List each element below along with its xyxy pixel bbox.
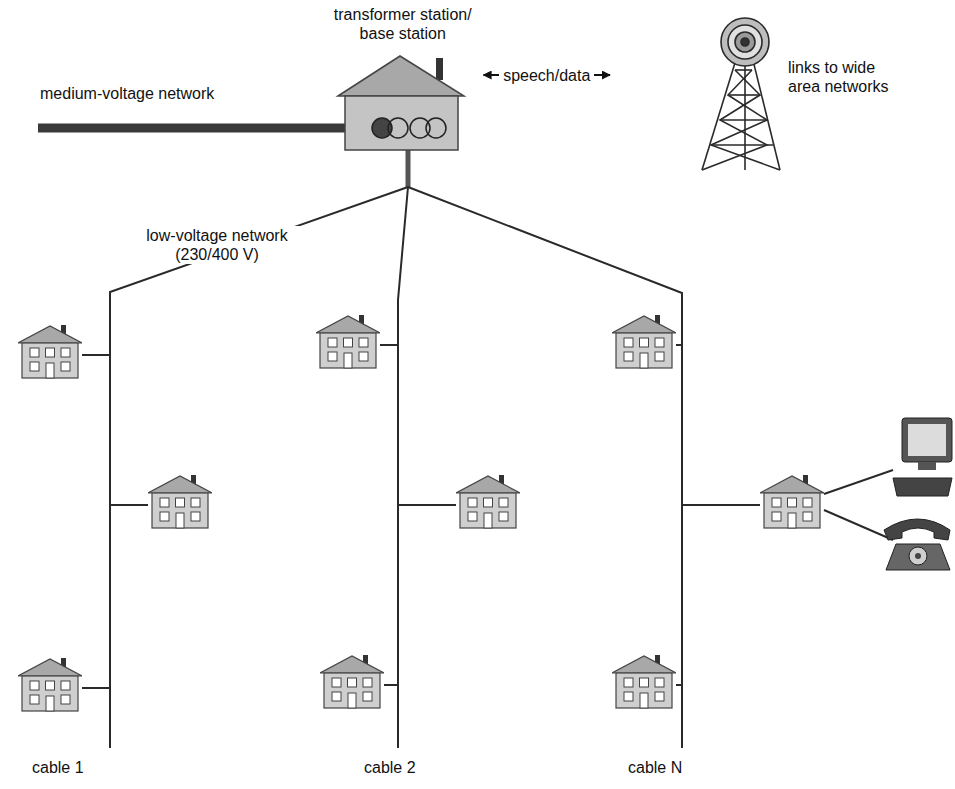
telephone-icon xyxy=(884,519,950,570)
medium-voltage-line xyxy=(38,124,380,133)
cable-label: cable 2 xyxy=(364,758,416,777)
tower-box: links to wide area networks xyxy=(610,12,910,177)
transformer-station xyxy=(338,56,464,150)
edge-label: speech/data xyxy=(499,66,594,85)
houses xyxy=(18,315,824,711)
station-box: transformer station/ base station xyxy=(322,2,484,154)
node-text: links to wide area networks xyxy=(788,58,903,96)
network-label: low-voltage network (230/400 V) xyxy=(132,226,302,264)
network-label: medium-voltage network xyxy=(40,84,214,103)
cable-label: cable 1 xyxy=(32,758,84,777)
node-text: transformer station/ base station xyxy=(325,5,480,43)
cable-label: cable N xyxy=(628,758,682,777)
computer-icon xyxy=(893,418,952,496)
low-voltage-cables xyxy=(82,150,893,748)
antenna-tower xyxy=(702,18,780,170)
